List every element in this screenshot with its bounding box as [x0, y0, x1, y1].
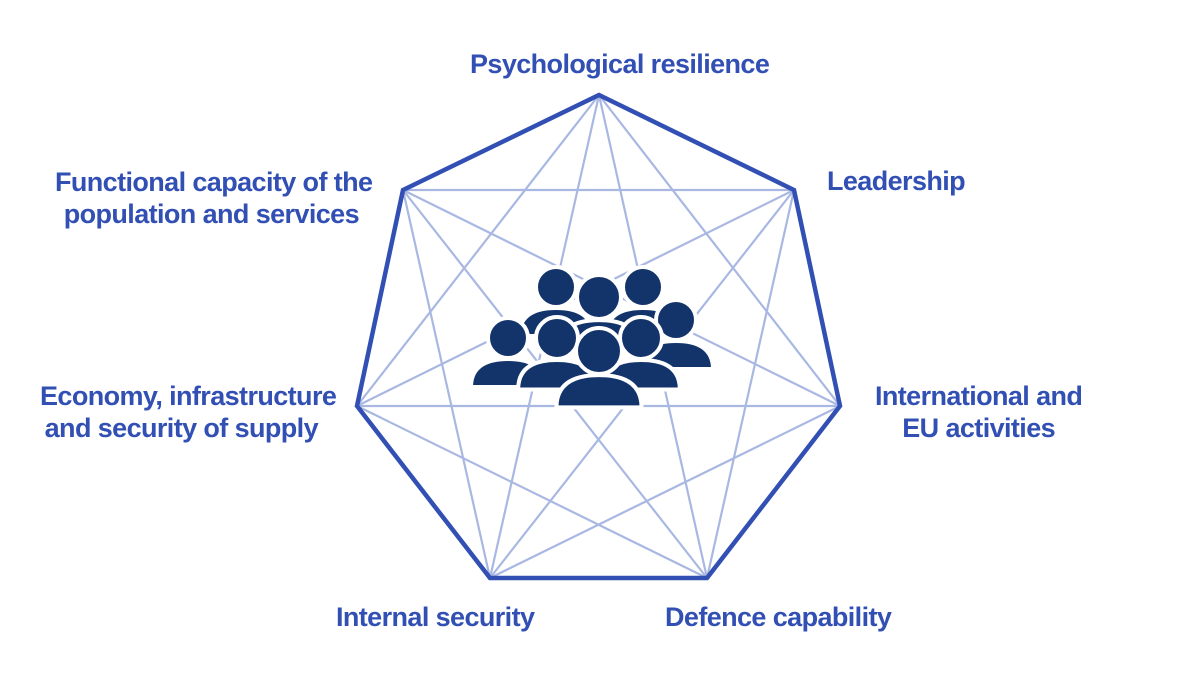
connector-line	[598, 94, 841, 407]
label-economy-infrastructure: Economy, infrastructure and security of …	[40, 380, 337, 444]
label-international-line1: International and	[875, 381, 1083, 411]
label-international-eu-activities: International and EU activities	[875, 380, 1083, 444]
connector-line	[401, 189, 492, 579]
label-psychological-resilience-text: Psychological resilience	[470, 49, 770, 79]
label-functional-capacity-line2: population and services	[63, 199, 360, 229]
label-internal-security-text: Internal security	[336, 602, 535, 632]
connector-line	[489, 405, 841, 579]
label-defence-capability-text: Defence capability	[665, 602, 892, 632]
label-economy-line2: and security of supply	[44, 413, 319, 443]
person-icon	[554, 326, 644, 410]
group-of-people-icon	[469, 265, 715, 410]
label-functional-capacity: Functional capacity of the population an…	[55, 166, 373, 230]
label-leadership-text: Leadership	[827, 166, 966, 196]
label-functional-capacity-line1: Functional capacity of the	[55, 167, 373, 197]
label-economy-line1: Economy, infrastructure	[40, 381, 337, 411]
label-international-line2: EU activities	[902, 413, 1056, 443]
label-psychological-resilience: Psychological resilience	[470, 48, 770, 80]
label-leadership: Leadership	[827, 165, 966, 197]
connector-line	[356, 94, 600, 407]
heptagon-outline	[354, 92, 843, 581]
connector-line	[705, 189, 796, 579]
label-internal-security: Internal security	[336, 601, 535, 633]
label-defence-capability: Defence capability	[665, 601, 892, 633]
connector-line	[356, 405, 708, 579]
